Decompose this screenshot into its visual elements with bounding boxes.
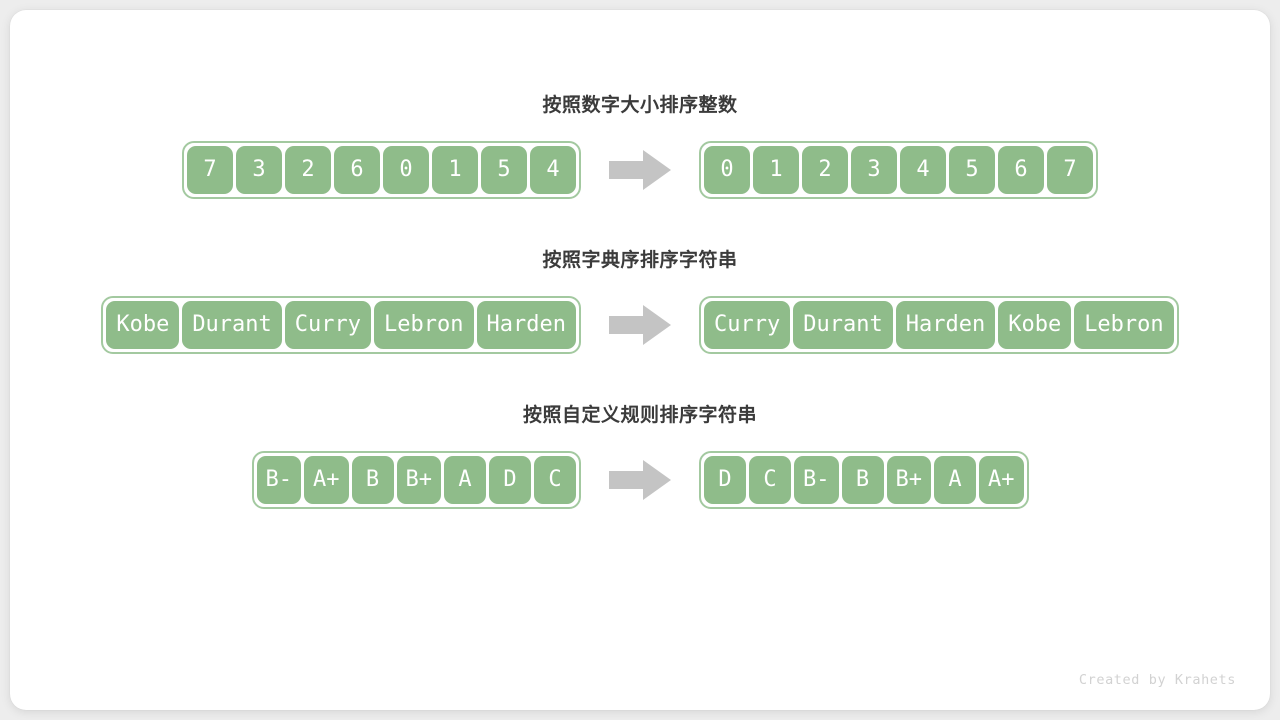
array-cell: 5 xyxy=(949,146,995,194)
right-block-arrow-icon xyxy=(609,305,671,345)
credit-footer: Created by Krahets xyxy=(1078,672,1236,688)
right-block-arrow-icon xyxy=(609,460,671,500)
array-cell: B- xyxy=(794,456,839,504)
array-cell: D xyxy=(704,456,746,504)
array-cell: 7 xyxy=(1047,146,1093,194)
array-cell: 2 xyxy=(802,146,848,194)
array-cell: 1 xyxy=(432,146,478,194)
array-cell: 7 xyxy=(187,146,233,194)
array-cell: Lebron xyxy=(1074,301,1174,349)
array-cell: 0 xyxy=(704,146,750,194)
array-cell: B xyxy=(841,456,884,504)
arrow-gap xyxy=(581,148,699,192)
section-title: 按照字典序排序字符串 xyxy=(542,250,738,271)
array-cell: 5 xyxy=(481,146,527,194)
arrow-gap xyxy=(581,458,699,502)
array-cell: Kobe xyxy=(106,301,180,349)
array-cell: A+ xyxy=(979,456,1024,504)
array-cell: 3 xyxy=(851,146,897,194)
array-cell: Durant xyxy=(793,301,893,349)
arrow-gap xyxy=(581,303,699,347)
array-cell: D xyxy=(489,456,531,504)
array-cell: B+ xyxy=(886,456,931,504)
array-cell: B- xyxy=(256,456,301,504)
array-cell: Harden xyxy=(476,301,576,349)
array-cell: 4 xyxy=(900,146,946,194)
array-cell: B xyxy=(351,456,394,504)
array-cell: Durant xyxy=(182,301,282,349)
section-title: 按照数字大小排序整数 xyxy=(542,95,738,116)
array-cell: 3 xyxy=(236,146,282,194)
array-cell: C xyxy=(534,456,576,504)
right-block-arrow-icon xyxy=(609,150,671,190)
array-cell: A+ xyxy=(304,456,349,504)
array-cell: 0 xyxy=(383,146,429,194)
array-cell: Kobe xyxy=(998,301,1072,349)
section-title: 按照自定义规则排序字符串 xyxy=(522,405,757,426)
array-cell: Curry xyxy=(284,301,372,349)
array-cell: A xyxy=(444,456,486,504)
array-cell: C xyxy=(749,456,791,504)
array-cell: Lebron xyxy=(374,301,474,349)
array-cell: Curry xyxy=(704,301,791,349)
array-cell: 1 xyxy=(753,146,799,194)
array-cell: 6 xyxy=(334,146,380,194)
array-cell: Harden xyxy=(895,301,996,349)
array-cell: A xyxy=(934,456,976,504)
array-cell: 4 xyxy=(530,146,576,194)
array-cell: 2 xyxy=(285,146,331,194)
array-cell: B+ xyxy=(396,456,441,504)
array-cell: 6 xyxy=(998,146,1044,194)
